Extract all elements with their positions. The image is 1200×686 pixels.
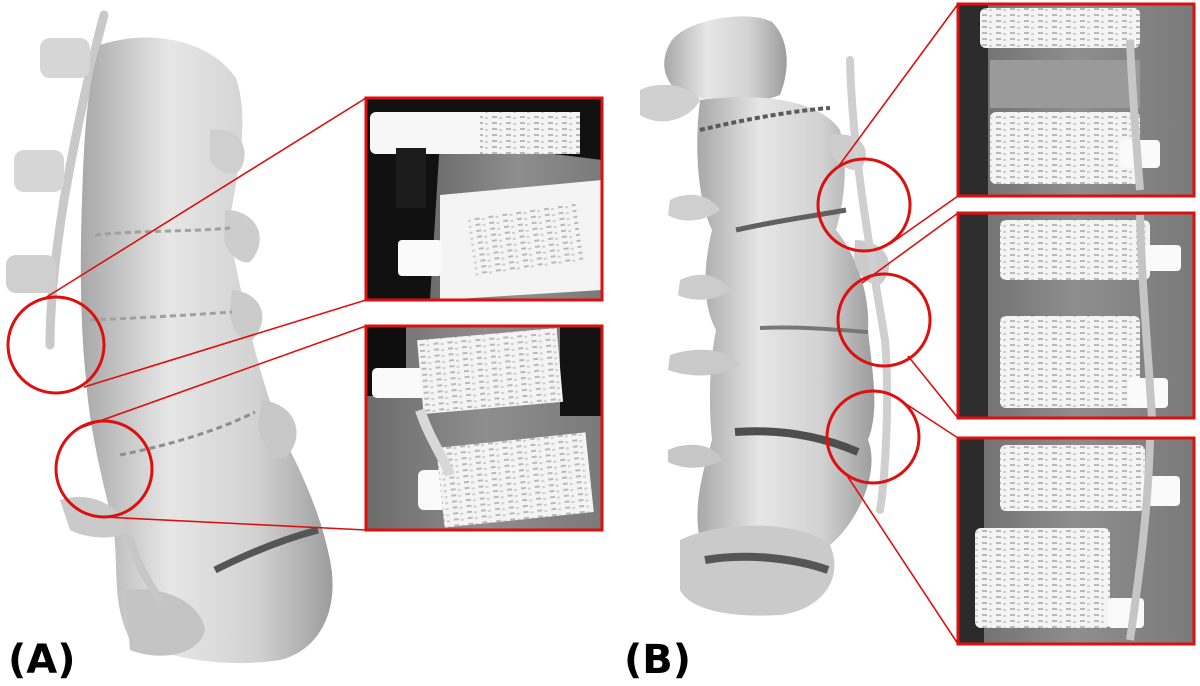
spine-render-a [6,10,333,664]
ct-inset-b3 [958,438,1194,644]
highlight-circle-a1 [6,295,106,395]
ct-inset-b2 [958,213,1194,418]
connector-lines-b [837,3,959,645]
highlight-circle-b1 [816,157,912,253]
highlight-circle-b2 [836,272,932,368]
connector-lines-a [44,97,367,531]
highlight-circle-b3 [825,389,921,485]
ct-inset-a2 [366,326,602,530]
ct-inset-a1 [366,98,602,300]
ct-inset-a1-frame [364,96,604,302]
panel-label-a: (A) [8,637,76,683]
ct-inset-b3-frame [956,436,1196,646]
ct-inset-b2-frame [956,211,1196,420]
spine-render-b [640,16,892,616]
ct-inset-b1 [958,4,1194,196]
ct-inset-b1-frame [956,2,1196,198]
panel-label-b: (B) [624,637,692,683]
ct-inset-a2-frame [364,324,604,532]
